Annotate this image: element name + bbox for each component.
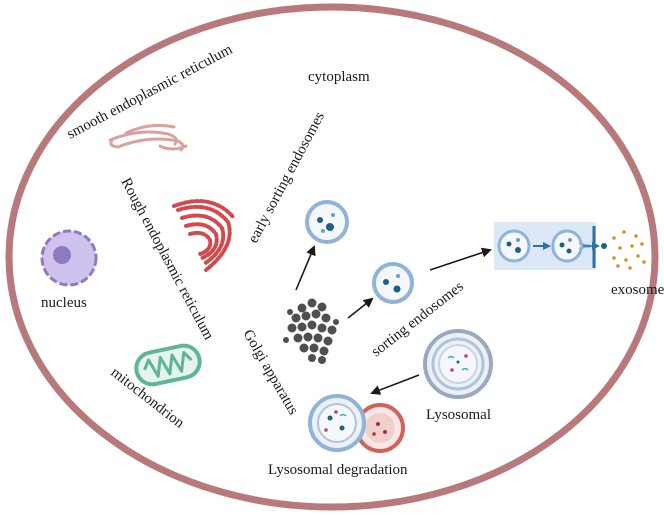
smooth-er-shape (108, 124, 188, 152)
golgi-shape (283, 298, 339, 364)
arrow-golgi-to-sorting (347, 297, 374, 319)
arrow-lysosome-to-degradation (370, 374, 420, 395)
arrow-sorting-to-exosome (429, 247, 492, 271)
early-endosome-vesicle (305, 200, 349, 244)
exosome-release-panel (494, 222, 607, 270)
label-lysosomal-degradation: Lysosomal degradation (268, 462, 408, 478)
label-cytoplasm: cytoplasm (308, 69, 370, 85)
label-golgi: Golgi apparatus (240, 327, 302, 418)
pathway-arrows (295, 245, 492, 395)
arrow-golgi-to-early (295, 245, 316, 291)
rough-er-shape (172, 199, 236, 272)
mitochondrion-shape (134, 343, 202, 387)
sorting-endosome-vesicle (372, 262, 414, 304)
exosome-dots (612, 230, 646, 270)
cell-membrane (5, 3, 659, 511)
label-exosomes: exosomes (611, 282, 664, 298)
lysosome-vesicle (423, 329, 493, 399)
nucleus-shape (40, 229, 98, 287)
lysosomal-degradation-shape (308, 394, 405, 453)
label-lysosomal: Lysosomal (426, 407, 491, 423)
label-nucleus: nucleus (41, 295, 87, 311)
